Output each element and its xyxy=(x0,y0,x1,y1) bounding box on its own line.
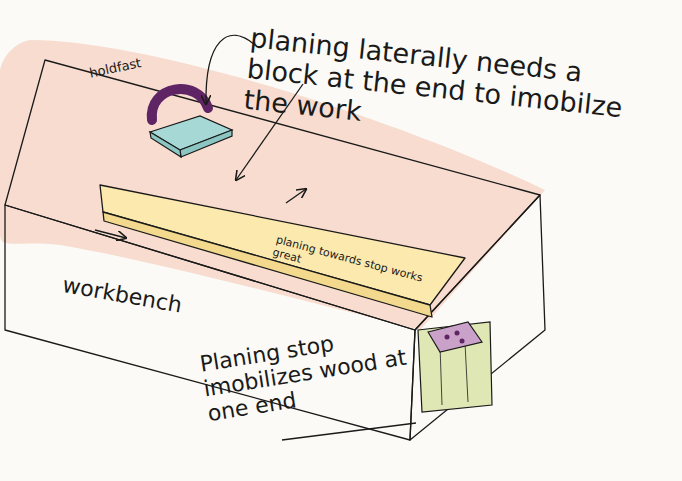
leader-line xyxy=(282,423,416,440)
direction-arrow xyxy=(286,189,306,203)
shape-text: workbench xyxy=(60,272,232,328)
callout-note: Planing stop imobilizes wood at one end xyxy=(198,320,412,426)
direction-arrow xyxy=(95,230,126,238)
shape-outline xyxy=(100,185,465,305)
planing-stop xyxy=(418,322,492,412)
board-shape: planing towards stop works great xyxy=(100,185,470,325)
callout-note: planing laterally needs a block at the e… xyxy=(242,22,640,155)
bench-block xyxy=(150,116,232,157)
holdfast-symbol xyxy=(152,89,208,120)
shape-outline xyxy=(410,195,545,440)
part-name: holdfast xyxy=(88,47,179,80)
